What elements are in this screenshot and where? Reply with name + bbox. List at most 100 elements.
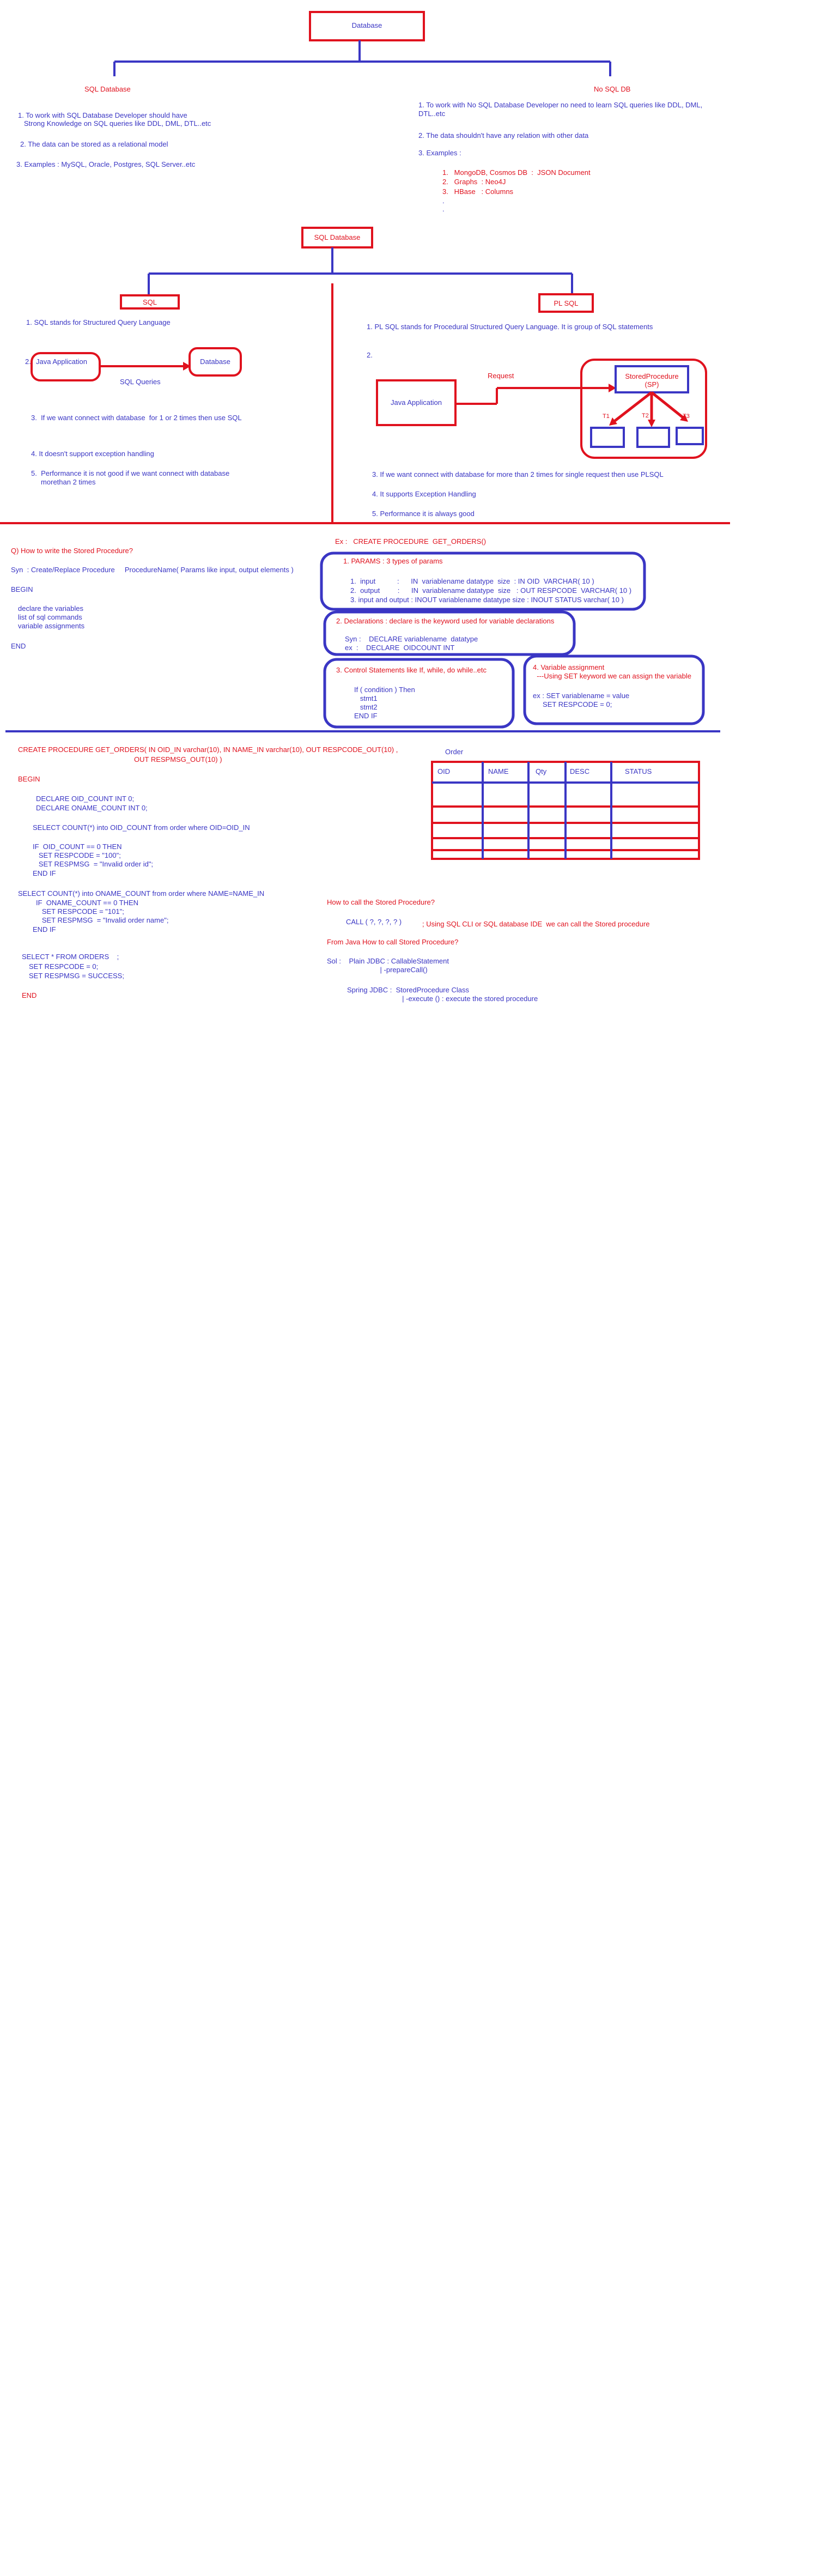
code-line-11: SET RESPMSG = "Invalid order name"; [36,916,169,924]
plsql-box-label: PL SQL [554,299,579,307]
param-output: 2. output : IN variablename datatype siz… [350,586,632,595]
database-root-label: Database [351,21,382,29]
sql-point-2: 2. The data can be stored as a relationa… [20,140,168,148]
spring-line-2: | -execute () : execute the stored proce… [347,995,538,1003]
nosql-point-3: 3. Examples : [418,149,461,157]
col-status: STATUS [625,767,652,775]
ctrl-line-4: END IF [354,712,378,720]
sp-body-2: list of sql commands [18,613,82,621]
code-line-5: SET RESPCODE = "100"; [33,851,121,859]
code-line-8: SELECT COUNT(*) into ONAME_COUNT from or… [18,889,265,898]
sp-container [580,359,707,459]
sql-database-root-label: SQL Database [314,233,361,241]
plsql-box [538,293,594,313]
sql-box-label: SQL [142,298,157,306]
sp-label-1: StoredProcedure [625,372,679,380]
proc-end: END [22,991,37,999]
nosql-point-1a: 1. To work with No SQL Database Develope… [418,101,703,109]
ctrl-line-2: stmt1 [354,694,378,702]
plsql-def-4: 4. It supports Exception Handling [372,490,476,498]
sql-point-1a: 1. To work with SQL Database Developer s… [18,111,187,119]
col-qty: Qty [536,767,547,775]
java-question: From Java How to call Stored Procedure? [327,938,459,946]
params-title: 1. PARAMS : 3 types of params [343,557,443,565]
database-root-box [309,11,425,41]
code-line-12: END IF [33,925,56,934]
sql-point-3: 3. Examples : MySQL, Oracle, Postgres, S… [16,160,196,168]
code-line-1: DECLARE OID_COUNT INT 0; [36,795,135,803]
proc-begin: BEGIN [18,775,40,783]
sp-body-3: variable assignments [18,622,85,630]
declarations-title: 2. Declarations : declare is the keyword… [336,617,555,625]
spring-line-1: Spring JDBC : StoredProcedure Class [347,986,469,994]
call-question: How to call the Stored Procedure? [327,898,435,906]
sql-def-5b: morethan 2 times [31,478,96,486]
sp-example-title: Ex : CREATE PROCEDURE GET_ORDERS() [335,537,487,545]
sol-line-1: Sol : Plain JDBC : CallableStatement [327,957,449,965]
java-app-box-2 [376,379,457,426]
col-desc: DESC [570,767,590,775]
sp-syntax: Syn : Create/Replace Procedure Procedure… [11,566,294,574]
sql-point-1b: Strong Knowledge on SQL queries like DDL… [18,119,211,128]
java-app-label-2: Java Application [391,398,442,407]
sql-queries-label: SQL Queries [120,378,161,386]
order-table-title: Order [445,748,464,756]
ctrl-line-1: If ( condition ) Then [354,686,415,694]
var-title-2: ---Using SET keyword we can assign the v… [533,672,691,680]
code-line-13: SELECT * FROM ORDERS ; [22,953,119,961]
code-line-3: SELECT COUNT(*) into OID_COUNT from orde… [33,823,250,832]
plsql-def-5: 5. Performance it is always good [372,510,475,518]
code-line-2: DECLARE ONAME_COUNT INT 0; [36,804,148,812]
col-name: NAME [488,767,509,775]
sql-def-5a: 5. Performance it is not good if we want… [31,469,230,477]
sql-def-3: 3. If we want connect with database for … [31,414,242,422]
sql-database-title: SQL Database [84,85,131,93]
t2-box [636,427,670,448]
param-input: 1. input : IN variablename datatype size… [350,577,594,585]
request-label: Request [488,372,514,380]
decl-example: ex : DECLARE OIDCOUNT INT [345,644,455,652]
sp-body-1: declare the variables [18,604,83,613]
code-line-9: IF ONAME_COUNT == 0 THEN [36,899,139,907]
var-example-2: SET RESPCODE = 0; [533,700,612,708]
plsql-def-1: 1. PL SQL stands for Procedural Structur… [367,323,653,331]
nosql-example-5: . [442,205,445,213]
ctrl-line-3: stmt2 [354,703,378,711]
database-box [189,347,242,377]
nosql-example-3: 3. HBase : Columns [442,187,514,196]
proc-header-1: CREATE PROCEDURE GET_ORDERS( IN OID_IN v… [18,745,398,754]
code-line-6: SET RESPMSG = "Invalid order id"; [33,860,154,868]
code-line-15: SET RESPMSG = SUCCESS; [29,972,124,980]
t1-label: T1 [603,413,610,420]
var-title-1: 4. Variable assignment [533,663,605,671]
code-line-10: SET RESPCODE = "101"; [36,907,124,916]
nosql-example-4: . [442,197,445,205]
call-note: ; Using SQL CLI or SQL database IDE we c… [422,920,650,928]
sql-def-2: 2. [25,357,31,366]
col-oid: OID [437,767,451,775]
nosql-example-1: 1. MongoDB, Cosmos DB : JSON Document [442,168,591,177]
java-app-box [31,352,101,381]
database-label: Database [200,357,230,366]
sql-box [120,294,180,310]
t3-label: T3 [683,413,690,420]
variable-assignment-box [523,654,705,725]
sp-begin: BEGIN [11,585,33,593]
decl-syntax: Syn : DECLARE variablename datatype [345,635,478,643]
code-line-7: END IF [33,869,56,877]
t3-box [676,427,704,445]
call-statement: CALL ( ?, ?, ?, ? ) [346,918,402,926]
java-app-label: Java Application [36,357,87,366]
var-example-1: ex : SET variablename = value [533,692,630,700]
sql-database-box [301,227,373,248]
control-title: 3. Control Statements like If, while, do… [336,666,487,674]
sp-label-2: (SP) [645,380,659,389]
order-table [431,761,700,860]
declarations-box [323,610,576,656]
sql-def-4: 4. It doesn't support exception handling [31,450,154,458]
sol-line-2: | -prepareCall() [327,966,428,974]
params-box [320,551,646,611]
proc-header-2: OUT RESPMSG_OUT(10) ) [134,755,222,763]
